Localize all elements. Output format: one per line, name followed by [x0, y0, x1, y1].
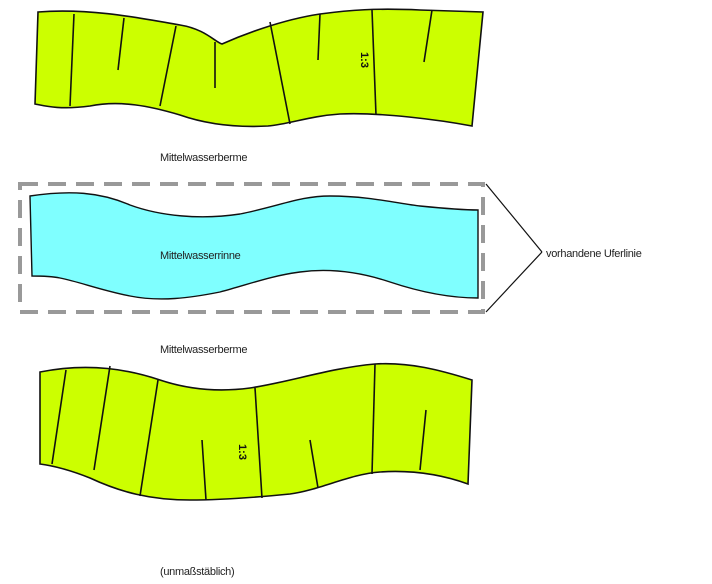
upper-slope-ratio-label: 1:3 — [357, 52, 370, 68]
channel-label: Mittelwasserrinne — [160, 250, 241, 262]
existing-bank-box — [18, 182, 485, 314]
upper-berm-slope-lines — [69, 9, 433, 125]
upper-berm-shape — [34, 8, 484, 128]
lower-berm-label: Mittelwasserberme — [160, 344, 248, 356]
scale-note-label: (unmaßstäblich) — [160, 566, 235, 578]
channel-shape — [29, 192, 479, 300]
lower-berm-shape — [39, 362, 473, 501]
lower-berm-slope-lines — [51, 363, 427, 501]
bank-line-label: vorhandene Uferlinie — [546, 248, 642, 260]
lower-slope-ratio-label: 1:3 — [235, 444, 248, 460]
bank-line-callout — [485, 183, 543, 313]
upper-berm-label: Mittelwasserberme — [160, 152, 248, 164]
